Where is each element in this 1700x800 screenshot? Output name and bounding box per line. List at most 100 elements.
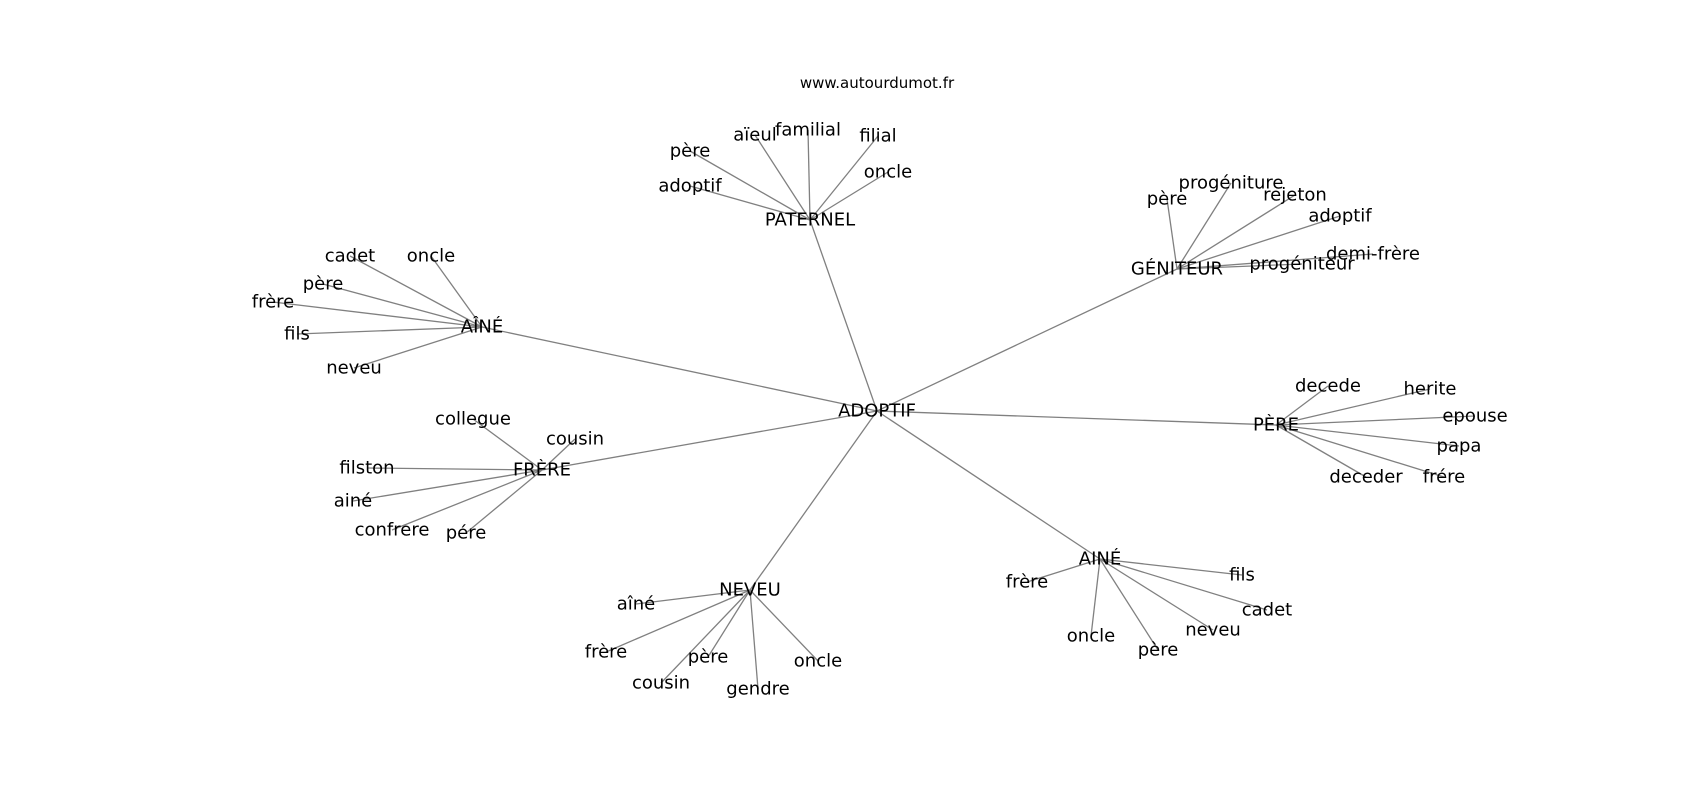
leaf-node: fils xyxy=(284,324,310,345)
graph-edge xyxy=(391,469,543,531)
leaf-node: progéniture xyxy=(1179,173,1284,194)
graph-edge xyxy=(465,469,543,534)
graph-edge xyxy=(1176,215,1341,270)
graph-edge xyxy=(481,326,878,412)
leaf-node: filial xyxy=(859,126,896,147)
leaf-node: gendre xyxy=(726,679,789,700)
graph-edge xyxy=(689,150,811,221)
graph-edge xyxy=(1176,263,1303,270)
graph-edge xyxy=(296,326,483,335)
leaf-node: neveu xyxy=(1185,620,1241,641)
hub-node: PÈRE xyxy=(1253,414,1299,436)
graph-edge xyxy=(366,467,543,471)
graph-edge xyxy=(1176,253,1374,270)
graph-edge xyxy=(660,589,751,684)
graph-edge xyxy=(635,589,751,605)
leaf-node: collegue xyxy=(435,409,511,430)
graph-edge xyxy=(353,326,483,369)
graph-edge xyxy=(1099,558,1214,631)
hub-node: NEVEU xyxy=(719,580,781,601)
leaf-node: oncle xyxy=(1067,626,1115,647)
site-url-label: www.autourdumot.fr xyxy=(800,74,955,92)
leaf-node: cousin xyxy=(632,673,690,694)
graph-edge xyxy=(1275,385,1329,426)
leaf-node: confrere xyxy=(355,520,430,541)
leaf-node: frère xyxy=(252,292,295,313)
graph-edge xyxy=(1275,424,1445,478)
leaf-node: ainé xyxy=(334,491,373,512)
leaf-node: père xyxy=(1138,640,1179,661)
leaf-node: père xyxy=(670,141,711,162)
center-node: ADOPTIF xyxy=(838,401,916,422)
graph-edge xyxy=(809,171,889,221)
graph-edge xyxy=(1275,388,1431,426)
graph-edge xyxy=(1026,558,1101,583)
leaf-node: aîné xyxy=(617,594,656,615)
leaf-node: demi-frère xyxy=(1326,244,1420,265)
graph-edge xyxy=(1275,415,1476,426)
graph-edge xyxy=(749,410,878,591)
leaf-node: filston xyxy=(339,458,394,479)
leaf-node: adoptif xyxy=(1308,206,1372,227)
graph-edge xyxy=(349,255,483,328)
graph-edge xyxy=(272,301,483,328)
graph-edge xyxy=(1275,424,1367,478)
graph-edge xyxy=(1099,558,1159,651)
graph-edge xyxy=(1099,558,1268,611)
leaf-node: herite xyxy=(1403,379,1456,400)
graph-edge xyxy=(541,438,576,471)
leaf-node: progéniteur xyxy=(1249,254,1355,275)
graph-edge xyxy=(1090,558,1101,637)
leaf-node: papa xyxy=(1437,436,1482,457)
leaf-node: rejeton xyxy=(1263,185,1327,206)
hub-node: FRÈRE xyxy=(513,459,571,481)
leaf-node: neveu xyxy=(326,358,382,379)
graph-edge xyxy=(472,418,543,471)
leaf-node: frère xyxy=(585,642,628,663)
graph-edge xyxy=(1099,558,1243,576)
leaf-node: cadet xyxy=(1242,600,1292,621)
leaf-node: oncle xyxy=(864,162,912,183)
graph-edge xyxy=(754,134,811,221)
leaf-node: adoptif xyxy=(658,176,722,197)
graph-edge xyxy=(1176,182,1232,270)
hub-node: PATERNEL xyxy=(765,210,855,231)
leaf-node: oncle xyxy=(407,246,455,267)
graph-edge xyxy=(430,255,483,328)
leaf-node: frère xyxy=(1006,572,1049,593)
leaf-node: père xyxy=(1147,189,1188,210)
graph-edge xyxy=(1176,194,1296,270)
graph-edge xyxy=(1275,424,1460,447)
graph-edge xyxy=(809,135,879,221)
graph-edges xyxy=(272,129,1476,690)
graph-edge xyxy=(605,589,751,653)
graph-edge xyxy=(707,589,751,658)
leaf-node: epouse xyxy=(1442,406,1507,427)
leaf-node: cadet xyxy=(325,246,375,267)
graph-edge xyxy=(689,185,811,221)
leaf-node: frére xyxy=(1423,467,1466,488)
leaf-node: fils xyxy=(1229,565,1255,586)
graph-labels: www.autourdumot.fr ADOPTIF PATERNEL père aï… xyxy=(252,74,1508,700)
graph-edge xyxy=(1166,198,1178,270)
leaf-node: père xyxy=(303,274,344,295)
graph-edge xyxy=(749,589,819,662)
leaf-node: decede xyxy=(1295,376,1361,397)
leaf-node: cousin xyxy=(546,429,604,450)
leaf-node: aïeul xyxy=(733,125,777,146)
hub-node: GÉNITEUR xyxy=(1131,258,1223,280)
graph-edge xyxy=(876,410,1101,560)
graph-edge xyxy=(541,410,878,471)
leaf-node: père xyxy=(688,647,729,668)
graph-edge xyxy=(809,219,878,412)
graph-edge xyxy=(322,283,483,328)
leaf-node: deceder xyxy=(1329,467,1403,488)
hub-node: AÎNÉ xyxy=(461,316,503,338)
graph-edge xyxy=(807,129,811,221)
graph-edge xyxy=(749,589,759,690)
leaf-node: oncle xyxy=(794,651,842,672)
leaf-node: pére xyxy=(446,523,487,544)
graph-edge xyxy=(352,469,543,502)
graph-edge xyxy=(876,268,1178,412)
